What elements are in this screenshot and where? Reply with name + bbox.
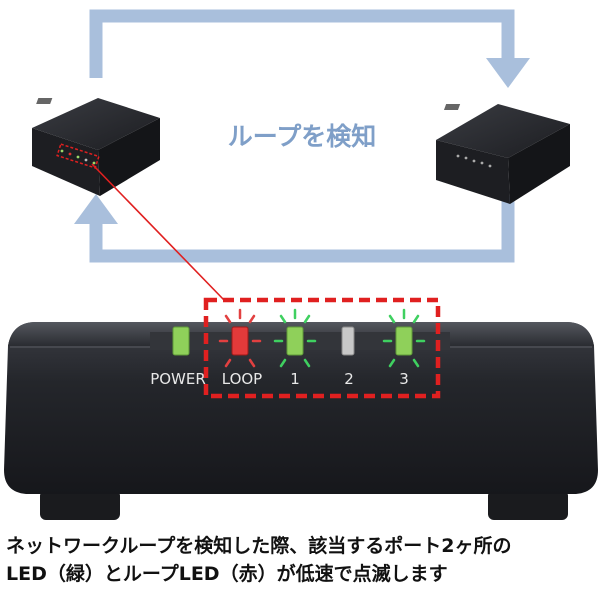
port2-led: [341, 326, 355, 356]
port3-led: [382, 308, 426, 368]
led-label-port-1: 1: [290, 370, 300, 388]
led-label-port-2: 2: [344, 370, 354, 388]
left-switch-image: [32, 98, 160, 196]
led-label-loop: LOOP: [222, 370, 262, 388]
loop-led: [218, 308, 262, 368]
caption-line-2: LED（緑）とループLED（赤）が低速で点滅します: [6, 563, 448, 585]
power-led: [172, 326, 190, 356]
diagram-title: ループを検知: [228, 122, 377, 151]
highlight-box: [203, 297, 441, 399]
led-label-port-3: 3: [399, 370, 409, 388]
callout-line: [91, 163, 225, 301]
switch-front-panel: [4, 322, 598, 520]
caption-line-1: ネットワークループを検知した際、該当するポート2ヶ所の: [6, 535, 512, 557]
led-label-power: POWER: [150, 370, 206, 388]
loop-arrow: [74, 9, 530, 263]
right-switch-image: [436, 104, 570, 204]
loop-diagram: ループを検知: [4, 9, 598, 520]
port1-led: [273, 308, 317, 368]
